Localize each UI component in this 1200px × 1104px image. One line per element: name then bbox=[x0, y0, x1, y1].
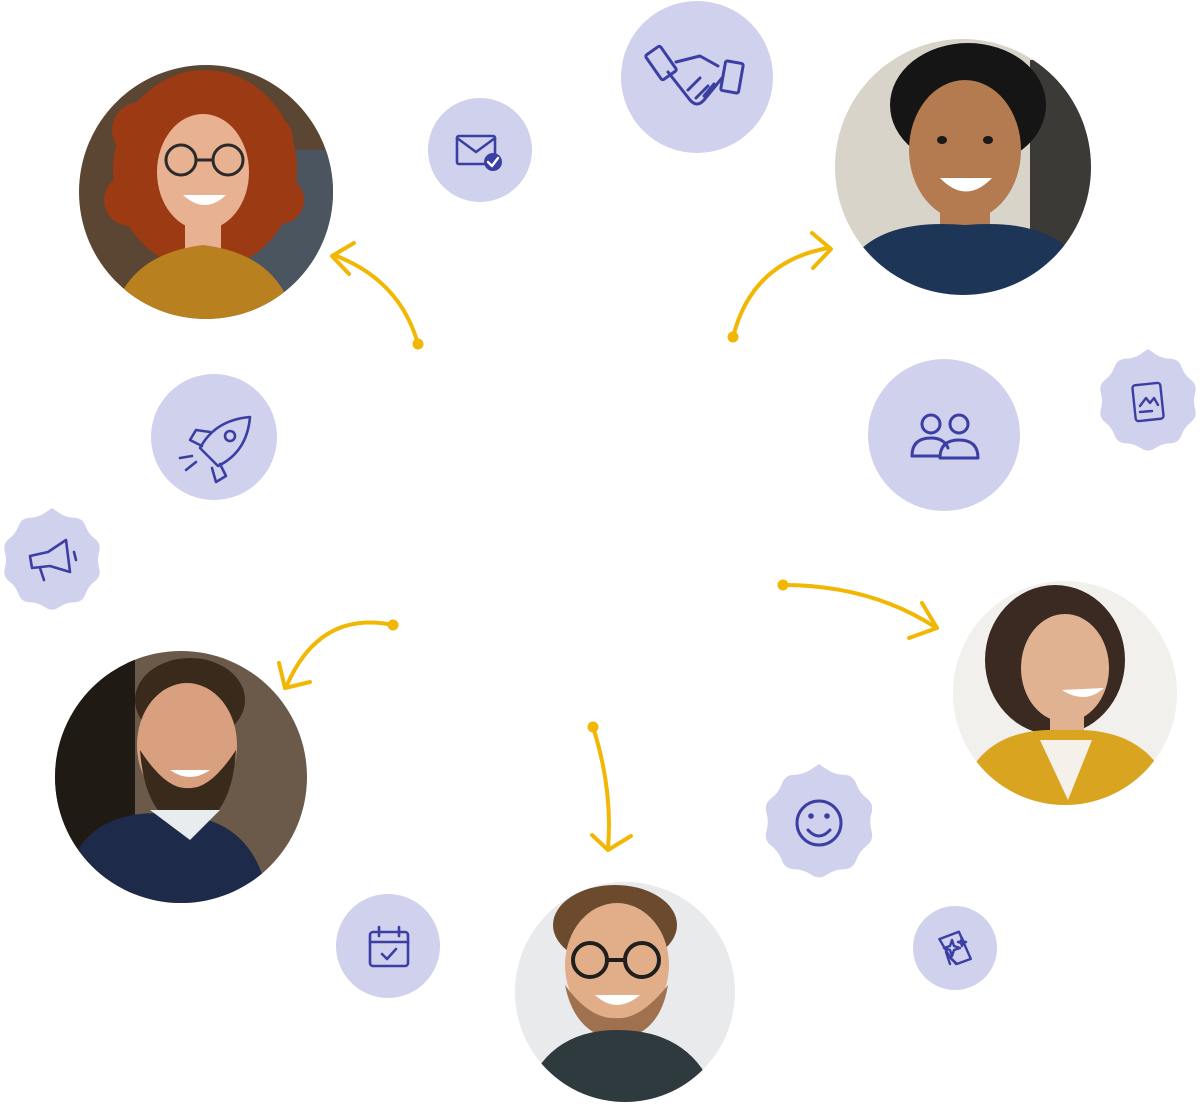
bearded-man-portrait bbox=[55, 651, 307, 903]
smiling-man-portrait bbox=[835, 39, 1091, 295]
smiley-badge-icon bbox=[765, 764, 873, 878]
glasses-man-portrait bbox=[515, 882, 735, 1102]
laughing-woman-portrait bbox=[953, 581, 1177, 805]
arrow-to-bearded-man bbox=[277, 619, 399, 690]
arrow-to-smiling-man bbox=[727, 231, 833, 343]
curly-hair-woman-portrait bbox=[79, 65, 333, 319]
arrow-to-glasses-man bbox=[587, 721, 633, 852]
handshake-icon bbox=[621, 1, 773, 153]
calendar-check-icon bbox=[336, 894, 440, 998]
arrow-to-laughing-woman bbox=[777, 579, 939, 640]
sparkle-note-icon bbox=[913, 906, 997, 990]
people-icon bbox=[868, 359, 1020, 511]
megaphone-badge-icon bbox=[4, 508, 100, 610]
rocket-icon bbox=[151, 374, 277, 500]
arrow-to-curly-hair-woman bbox=[330, 241, 424, 350]
document-badge-icon bbox=[1100, 349, 1196, 451]
mail-check-icon bbox=[428, 98, 532, 202]
